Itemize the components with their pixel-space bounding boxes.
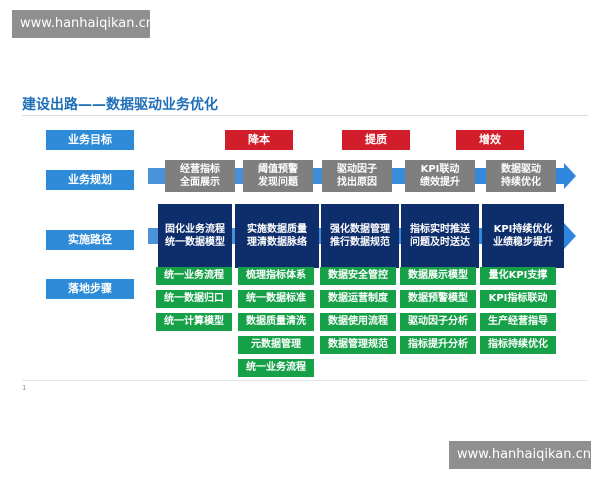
goal-tag: 增效 bbox=[456, 130, 524, 150]
row-label-business-goal: 业务目标 bbox=[46, 130, 134, 150]
planning-box: KPI联动绩效提升 bbox=[405, 160, 475, 192]
step-box: 指标持续优化 bbox=[480, 336, 556, 354]
step-box: 数据质量清洗 bbox=[238, 313, 314, 331]
implementation-box: 固化业务流程统一数据模型 bbox=[158, 204, 232, 268]
planning-box: 阈值预警发现问题 bbox=[243, 160, 313, 192]
planning-box: 驱动因子找出原因 bbox=[322, 160, 392, 192]
step-box: 数据管理规范 bbox=[320, 336, 396, 354]
implementation-box: KPI持续优化业绩稳步提升 bbox=[482, 204, 564, 268]
step-box: 数据展示模型 bbox=[400, 267, 476, 285]
planning-arrow-head bbox=[564, 163, 576, 189]
planning-box: 数据驱动持续优化 bbox=[486, 160, 556, 192]
step-box: 数据预警模型 bbox=[400, 290, 476, 308]
watermark-top: www.hanhaiqikan.cn bbox=[12, 10, 154, 38]
step-box: 梳理指标体系 bbox=[238, 267, 314, 285]
step-box: 数据使用流程 bbox=[320, 313, 396, 331]
diagram-title: 建设出路——数据驱动业务优化 bbox=[22, 97, 218, 113]
step-box: 统一业务流程 bbox=[156, 267, 232, 285]
goal-tag: 降本 bbox=[225, 130, 293, 150]
step-box: 生产经营指导 bbox=[480, 313, 556, 331]
step-box: 数据安全管控 bbox=[320, 267, 396, 285]
watermark-bottom: www.hanhaiqikan.cn bbox=[449, 441, 591, 469]
implementation-box: 指标实时推送问题及时送达 bbox=[401, 204, 479, 268]
step-box: 统一业务流程 bbox=[238, 359, 314, 377]
planning-box: 经营指标全面展示 bbox=[165, 160, 235, 192]
implementation-box: 实施数据质量理清数据脉络 bbox=[235, 204, 319, 268]
implementation-box: 强化数据管理推行数据规范 bbox=[321, 204, 399, 268]
step-box: 统一数据归口 bbox=[156, 290, 232, 308]
row-label-implementation: 实施路径 bbox=[46, 230, 134, 250]
page-mark: 1 bbox=[22, 384, 27, 392]
step-box: 指标提升分析 bbox=[400, 336, 476, 354]
implementation-arrow-head bbox=[564, 223, 576, 249]
bottom-divider bbox=[22, 380, 588, 381]
step-box: 统一计算模型 bbox=[156, 313, 232, 331]
step-box: 统一数据标准 bbox=[238, 290, 314, 308]
step-box: KPI指标联动 bbox=[480, 290, 556, 308]
title-divider bbox=[22, 115, 588, 116]
step-box: 驱动因子分析 bbox=[400, 313, 476, 331]
step-box: 元数据管理 bbox=[238, 336, 314, 354]
row-label-landing-steps: 落地步骤 bbox=[46, 279, 134, 299]
step-box: 数据运营制度 bbox=[320, 290, 396, 308]
goal-tag: 提质 bbox=[342, 130, 410, 150]
step-box: 量化KPI支撑 bbox=[480, 267, 556, 285]
row-label-business-plan: 业务规划 bbox=[46, 170, 134, 190]
